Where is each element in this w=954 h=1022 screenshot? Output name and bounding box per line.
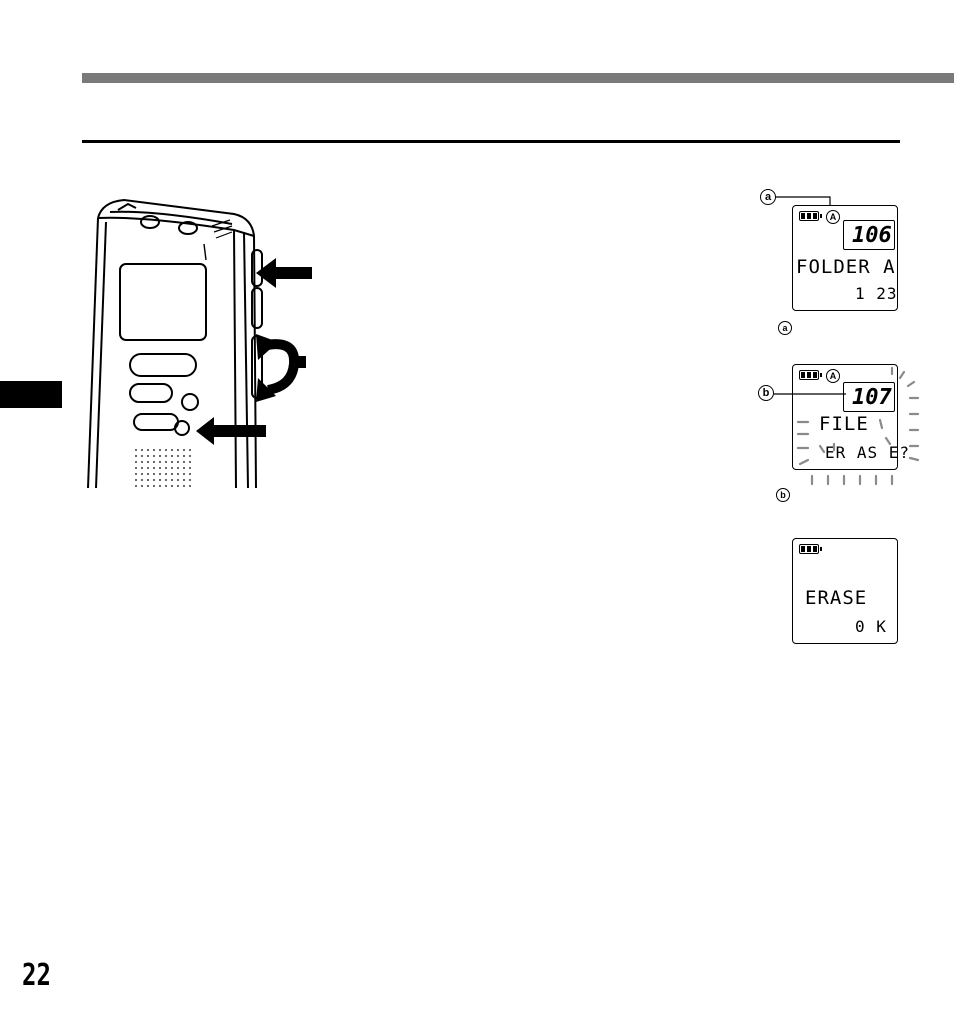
- flashing-indicator: [796, 366, 920, 486]
- rotate-arrow-icon: [256, 334, 306, 402]
- folder-badge: A: [826, 210, 840, 224]
- lcd-line-2: 1 23: [855, 284, 898, 303]
- page-number: 22: [22, 958, 51, 993]
- lcd-line-2: 0 K: [855, 617, 887, 636]
- lcd-line-1: FOLDER A: [796, 256, 896, 278]
- lcd-line-1: FILE: [819, 413, 869, 435]
- lcd-line-2: ER AS E?: [825, 443, 911, 462]
- arrow-right-icon: [196, 417, 266, 445]
- file-number-box: 106: [843, 220, 895, 250]
- header-bar: [82, 73, 954, 83]
- lcd-folder-screen: A 106 FOLDER A 1 23: [792, 205, 898, 311]
- lcd-line-1: ERASE: [805, 587, 868, 609]
- caption-a: a: [778, 321, 792, 335]
- file-number: 106: [852, 223, 892, 248]
- arrow-right-icon: [256, 258, 312, 288]
- header-rule: [82, 140, 900, 143]
- folder-badge: A: [826, 369, 840, 383]
- file-number: 107: [852, 385, 892, 410]
- callout-b: b: [758, 385, 774, 401]
- file-number-box: 107: [843, 382, 895, 412]
- lcd-erase-ok-screen: ERASE 0 K: [792, 538, 898, 644]
- callout-line: [776, 196, 831, 208]
- battery-icon: [799, 211, 822, 221]
- battery-icon: [799, 370, 822, 380]
- battery-icon: [799, 544, 822, 554]
- chapter-tab: [0, 381, 62, 408]
- callout-line: [774, 393, 846, 395]
- lcd-erase-prompt-screen: A 107 FILE ER AS E?: [792, 364, 909, 470]
- caption-b: b: [776, 488, 790, 502]
- callout-a: a: [760, 189, 776, 205]
- recorder-illustration: [87, 198, 263, 489]
